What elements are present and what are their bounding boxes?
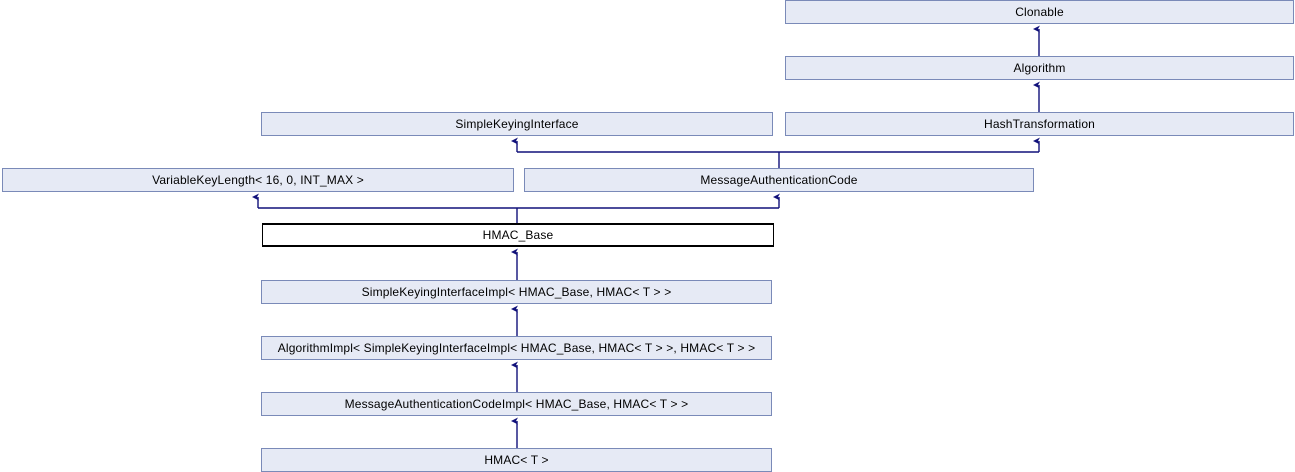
class-node-label: SimpleKeyingInterfaceImpl< HMAC_Base, HM…: [361, 285, 672, 299]
class-node-simplekeyinginterfaceimpl[interactable]: SimpleKeyingInterfaceImpl< HMAC_Base, HM…: [261, 280, 772, 304]
class-node-simplekeyinginterface[interactable]: SimpleKeyingInterface: [261, 112, 773, 136]
edge-messageauthenticationcode-to-parents: [511, 137, 1040, 168]
class-node-label: SimpleKeyingInterface: [455, 117, 579, 131]
class-node-label: Clonable: [1015, 5, 1064, 19]
class-node-hmac_base[interactable]: HMAC_Base: [262, 223, 774, 247]
class-node-label: HMAC< T >: [484, 453, 549, 467]
class-node-label: MessageAuthenticationCode: [700, 173, 858, 187]
edge-hmacbase-to-parents: [252, 193, 780, 223]
class-node-clonable[interactable]: Clonable: [785, 0, 1294, 24]
class-node-label: MessageAuthenticationCodeImpl< HMAC_Base…: [344, 397, 689, 411]
class-node-algorithmimpl[interactable]: AlgorithmImpl< SimpleKeyingInterfaceImpl…: [261, 336, 772, 360]
class-node-hmac_t[interactable]: HMAC< T >: [261, 448, 772, 472]
class-node-label: HashTransformation: [984, 117, 1095, 131]
class-node-label: VariableKeyLength< 16, 0, INT_MAX >: [152, 173, 364, 187]
class-node-hashtransformation[interactable]: HashTransformation: [785, 112, 1294, 136]
class-node-label: HMAC_Base: [482, 228, 554, 242]
class-node-variablekeylength[interactable]: VariableKeyLength< 16, 0, INT_MAX >: [2, 168, 514, 192]
class-node-algorithm[interactable]: Algorithm: [785, 56, 1294, 80]
class-node-messageauthenticationcode[interactable]: MessageAuthenticationCode: [524, 168, 1034, 192]
class-node-messageauthenticationcodeimpl[interactable]: MessageAuthenticationCodeImpl< HMAC_Base…: [261, 392, 772, 416]
class-node-label: Algorithm: [1013, 61, 1066, 75]
class-node-label: AlgorithmImpl< SimpleKeyingInterfaceImpl…: [277, 341, 756, 355]
